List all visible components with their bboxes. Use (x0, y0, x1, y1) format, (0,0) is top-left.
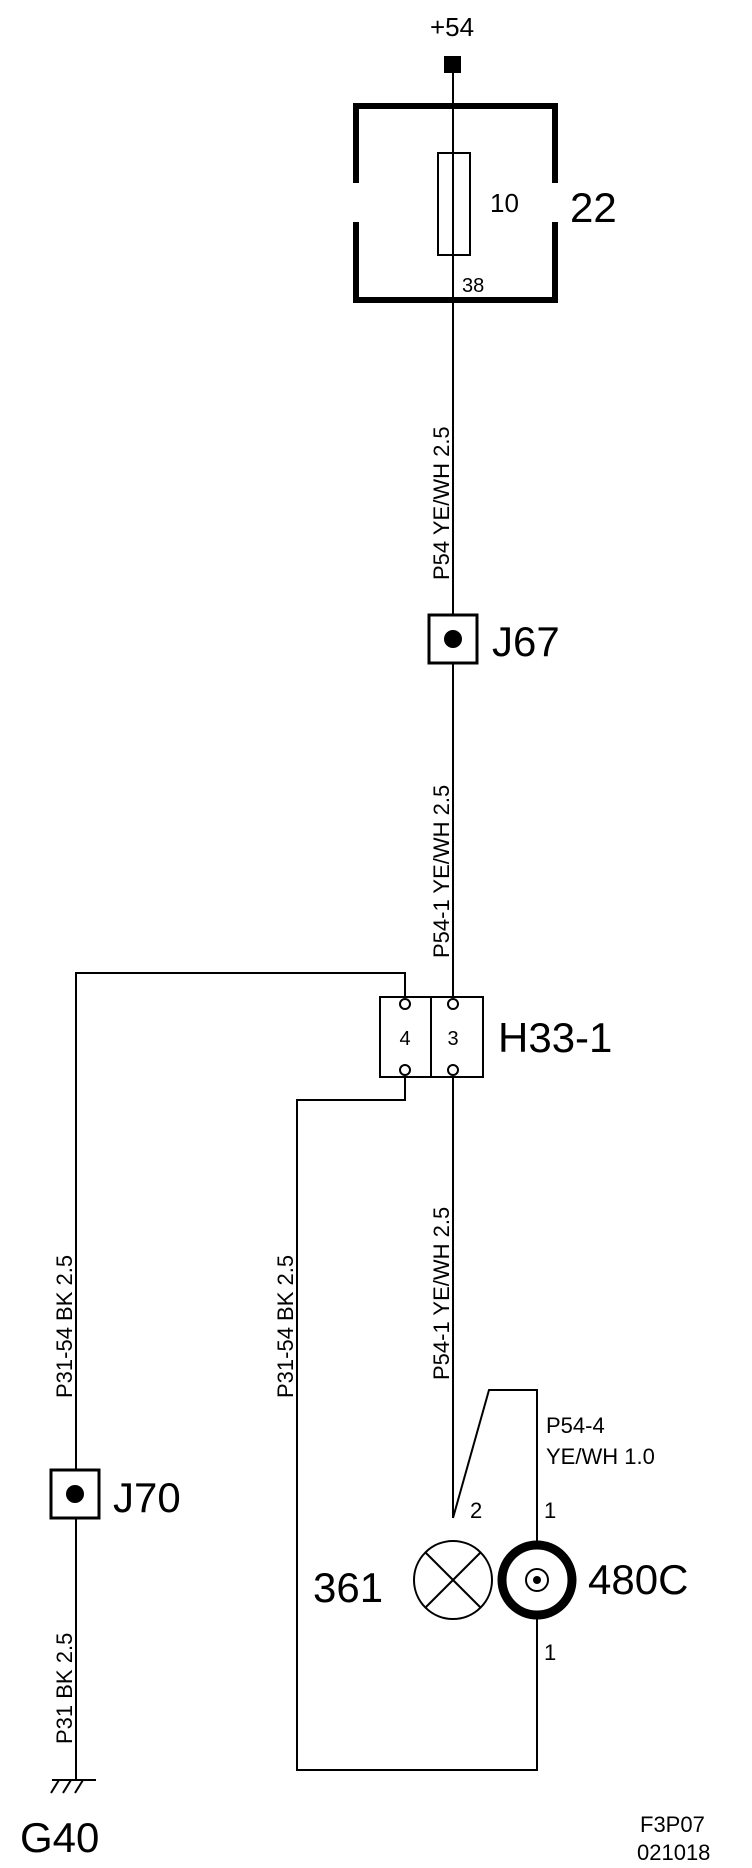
wire-label-upper: P54 YE/WH 2.5 (429, 426, 454, 580)
wire-label-ground-lower: P31 BK 2.5 (52, 1633, 77, 1744)
switch-pin-top-label: 1 (544, 1498, 556, 1523)
switch-label: 480C (588, 1556, 688, 1603)
splice-j67 (427, 613, 479, 665)
wire-label-switch-feed-2: YE/WH 1.0 (546, 1444, 655, 1469)
lamp-pin-label: 2 (470, 1498, 482, 1523)
splice-j70-dot (66, 1485, 84, 1503)
fuse-rating-label: 10 (490, 188, 519, 218)
wire-switch-feed (452, 1389, 538, 1542)
wire-label-ground-upper: P31-54 BK 2.5 (52, 1255, 77, 1398)
lamp-label: 361 (313, 1564, 383, 1611)
splice-j70-label: J70 (113, 1474, 181, 1521)
lamp-icon (413, 1540, 493, 1620)
connector-h33-pin-right: 3 (447, 1028, 458, 1050)
ground-icon (50, 1779, 96, 1794)
fuse-pin-label: 38 (462, 275, 484, 297)
wire-label-middle: P54-1 YE/WH 2.5 (429, 785, 454, 958)
supply-label: +54 (430, 12, 474, 42)
splice-j67-dot (444, 630, 462, 648)
fuse-box (353, 103, 558, 303)
splice-j67-label: J67 (492, 618, 560, 665)
diagram-code: F3P07 (640, 1812, 705, 1837)
wire-label-ground-inner: P31-54 BK 2.5 (273, 1255, 298, 1398)
wire-ground-inner (296, 1076, 538, 1771)
wire-label-switch-feed-1: P54-4 (546, 1413, 605, 1438)
diagram-date: 021018 (637, 1840, 710, 1865)
switch-pin-bottom-label: 1 (544, 1640, 556, 1665)
connector-h33 (379, 996, 484, 1078)
fuse-box-id-label: 22 (570, 184, 617, 231)
wire-ground-outer (75, 972, 406, 1780)
connector-h33-label: H33-1 (498, 1014, 612, 1061)
connector-h33-pin-left: 4 (399, 1028, 410, 1050)
wire-label-lower: P54-1 YE/WH 2.5 (429, 1207, 454, 1380)
switch-icon (497, 1540, 577, 1620)
ground-label: G40 (20, 1814, 99, 1861)
